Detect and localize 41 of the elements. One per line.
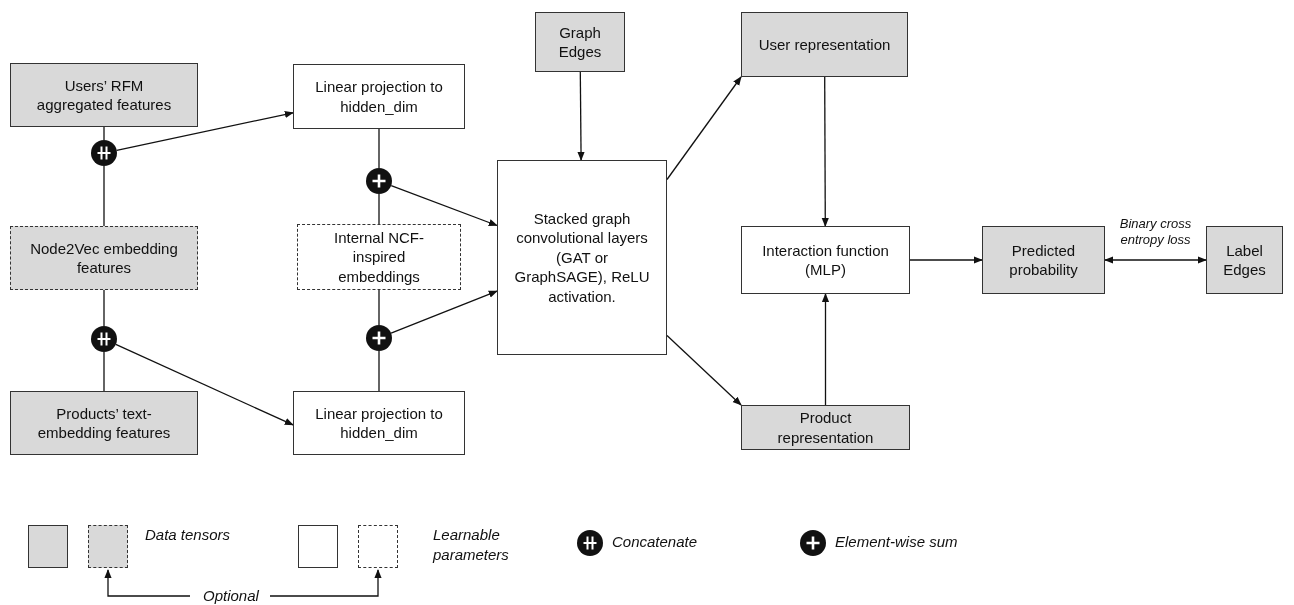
- connector-line: [103, 165, 105, 227]
- connector-line: [378, 128, 380, 169]
- sum-symbol: [366, 325, 392, 351]
- data-tensor-box: User representation: [741, 12, 908, 77]
- arrow: [116, 110, 294, 151]
- arrow: [821, 76, 829, 227]
- arrow: [390, 290, 498, 334]
- legend-label: Data tensors: [145, 525, 232, 545]
- connector-line: [378, 193, 380, 225]
- data-tensor-box: Products’ text-embedding features: [10, 391, 198, 455]
- optional-learnable-box: Internal NCF-inspired embeddings: [297, 224, 461, 290]
- data-tensor-box: Graph Edges: [535, 12, 625, 72]
- legend-label: Learnable parameters: [433, 525, 510, 564]
- data-tensor-box: Label Edges: [1206, 226, 1283, 294]
- connector-line: [103, 289, 105, 327]
- arrow: [390, 184, 498, 227]
- arrow: [577, 71, 585, 161]
- learnable-layer-box: Interaction function (MLP): [741, 226, 910, 294]
- optional-data-tensor-box: Node2Vec embedding features: [10, 226, 198, 290]
- arrow: [821, 293, 830, 406]
- learnable-layer-box: Linear projection to hidden_dim: [293, 391, 465, 455]
- arrow: [666, 76, 742, 181]
- legend-label: Concatenate: [612, 532, 699, 552]
- concatenate-symbol: [91, 140, 117, 166]
- data-tensor-box: Users’ RFM aggregated features: [10, 63, 198, 127]
- data-tensor-box: Predicted probability: [982, 226, 1105, 294]
- arrow: [666, 334, 742, 406]
- sum-symbol: [366, 168, 392, 194]
- connector-line: [378, 350, 380, 392]
- legend-label: Element-wise sum: [835, 532, 959, 552]
- arrow: [909, 256, 983, 264]
- connector-line: [378, 289, 380, 326]
- note-label: Optional: [203, 586, 259, 605]
- connector-line: [103, 351, 105, 392]
- learnable-layer-box: Linear projection to hidden_dim: [293, 64, 465, 129]
- connector-line: [103, 126, 105, 141]
- learnable-layer-box: Stacked graph convolutional layers (GAT or GraphSAGE), ReLU activation.: [497, 160, 667, 355]
- arrow: [115, 343, 294, 426]
- double-arrow: [1104, 256, 1207, 264]
- data-tensor-box: Product representation: [741, 405, 910, 450]
- concatenate-symbol: [91, 326, 117, 352]
